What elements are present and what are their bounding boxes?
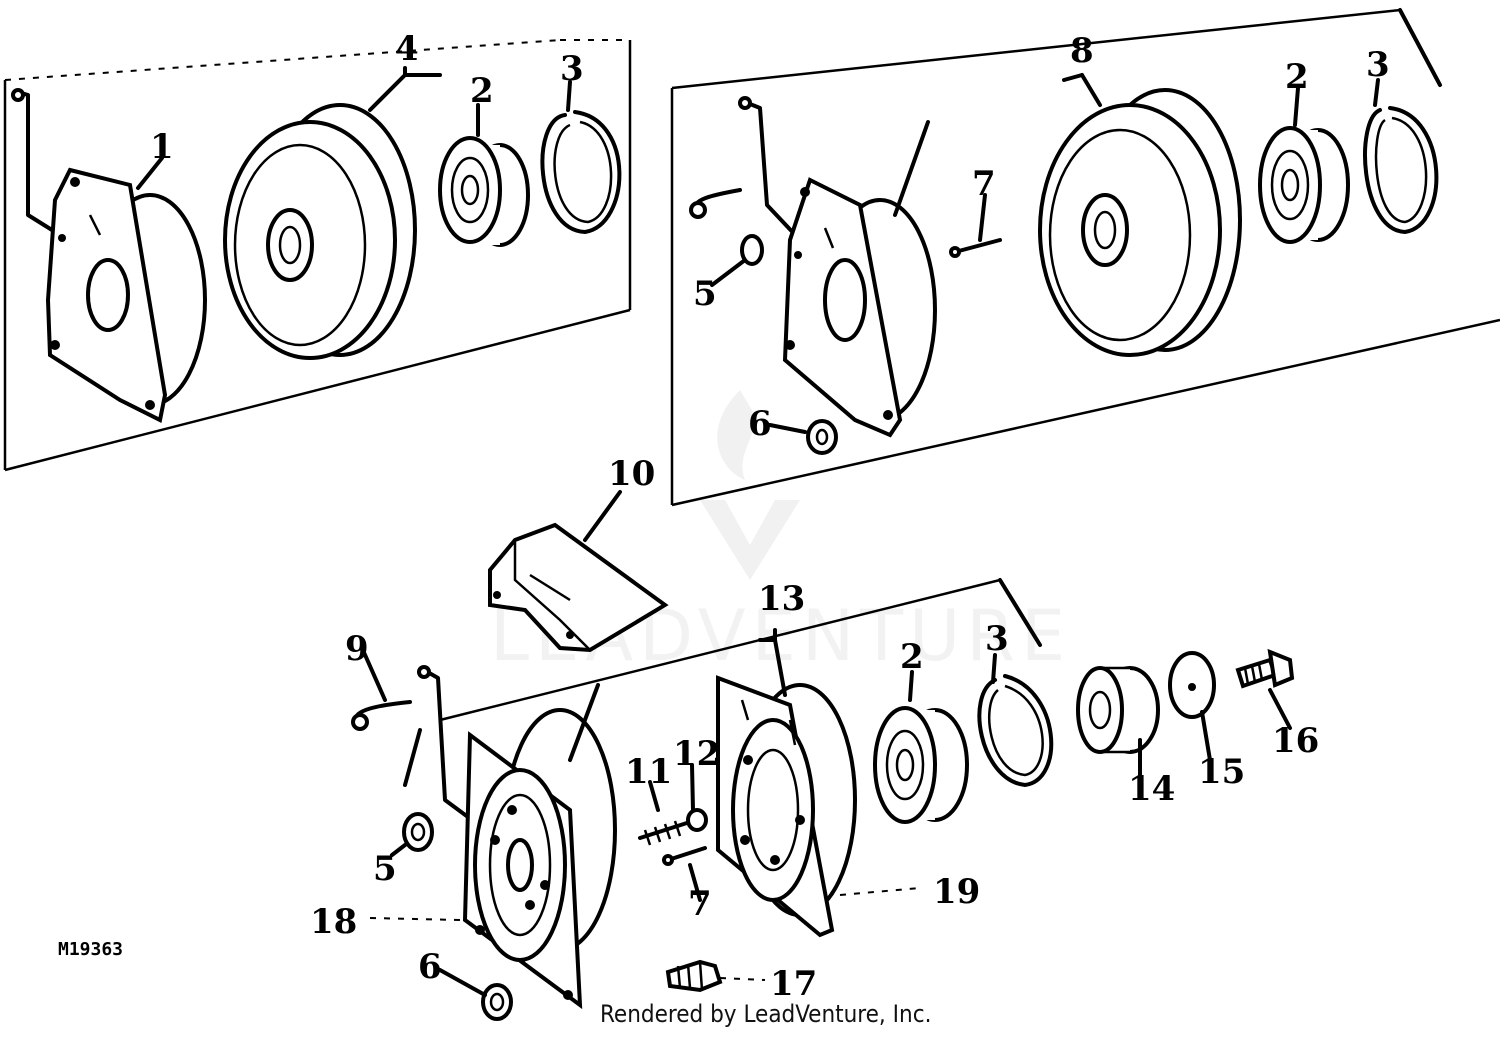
part-17-fitting (665, 959, 723, 993)
callout-6a: 6 (748, 404, 772, 444)
callout-4: 4 (395, 29, 419, 69)
callout-3a: 3 (560, 49, 584, 89)
part-6-washer-a (806, 419, 838, 455)
part-12-nut (686, 808, 708, 832)
figure-id: M19363 (58, 939, 123, 960)
part-10-bracket (488, 522, 669, 653)
callout-9: 9 (345, 629, 369, 669)
part-14-spacer (1076, 666, 1160, 754)
part-1-clutch-plate (45, 167, 207, 423)
render-credit: Rendered by LeadVenture, Inc. (600, 1000, 932, 1028)
callout-2a: 2 (470, 71, 494, 111)
callout-11: 11 (625, 752, 672, 792)
callout-6b: 6 (418, 947, 442, 987)
part-4-pulley (223, 103, 417, 360)
part-18-mounting-plate (462, 708, 617, 1010)
panel-b (670, 8, 1500, 507)
part-brake-plate-b (782, 177, 937, 438)
callout-17: 17 (770, 964, 817, 1004)
callout-15: 15 (1198, 752, 1245, 792)
callout-1: 1 (150, 127, 174, 167)
callout-16: 16 (1272, 721, 1319, 761)
part-3-snap-ring-c (977, 674, 1054, 787)
part-15-washer (1168, 651, 1216, 719)
callout-8: 8 (1070, 31, 1094, 71)
part-2-bearing-a (438, 136, 530, 247)
callout-18: 18 (310, 902, 357, 942)
callout-12: 12 (673, 734, 720, 774)
callout-2b: 2 (1285, 57, 1309, 97)
part-2-bearing-c (873, 706, 969, 824)
callout-labels: 1 2 3 4 8 2 3 7 5 6 10 13 9 2 3 11 12 14… (150, 29, 1390, 1004)
part-2-bearing-b (1258, 126, 1350, 244)
part-19-clutch-housing (716, 675, 857, 938)
callout-10: 10 (608, 454, 655, 494)
part-6-washer-b (481, 983, 513, 1021)
panel-a (3, 39, 632, 472)
callout-5b: 5 (373, 849, 397, 889)
callout-2c: 2 (900, 637, 924, 677)
part-5-washer-b (402, 812, 434, 852)
callout-5a: 5 (693, 274, 717, 314)
callout-7b: 7 (688, 884, 712, 924)
callout-3c: 3 (985, 619, 1009, 659)
part-3-snap-ring-b (1363, 106, 1439, 234)
callout-19: 19 (933, 872, 980, 912)
bottom-assembly (351, 490, 1295, 1021)
part-5-washer-a (740, 234, 764, 266)
part-16-bolt (1235, 648, 1295, 689)
part-3-snap-ring-a (540, 110, 622, 234)
part-8-pulley (1038, 88, 1242, 357)
callout-3b: 3 (1366, 45, 1390, 85)
callout-13: 13 (758, 579, 805, 619)
callout-7a: 7 (972, 164, 996, 204)
callout-14: 14 (1128, 769, 1175, 809)
